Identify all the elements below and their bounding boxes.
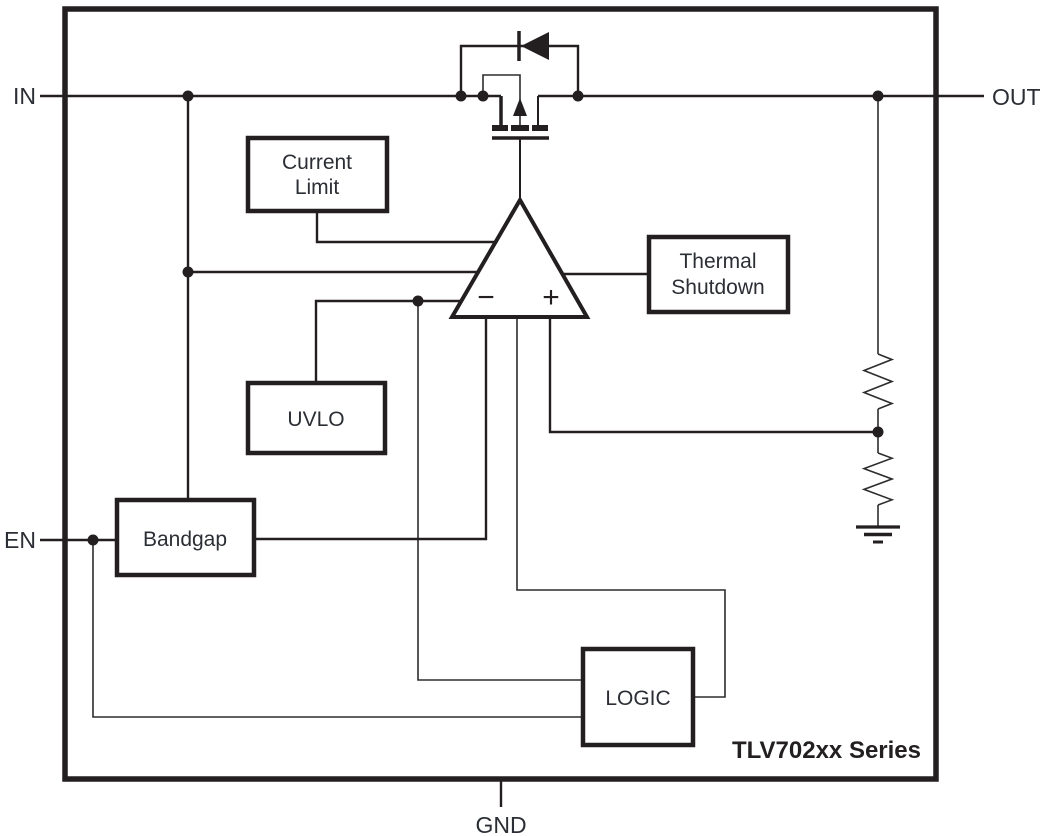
feedback-divider (856, 96, 900, 544)
junction-dot (412, 295, 424, 307)
junction-dot (872, 90, 884, 102)
amp-plus-sign: + (542, 281, 560, 314)
resistor-r1-icon (861, 353, 895, 410)
amp-to-logic-wire (516, 317, 726, 698)
en-to-logic-wire (92, 540, 583, 718)
thermal-shutdown-label-line2: Shutdown (671, 276, 764, 299)
uvlo-label: UVLO (287, 408, 344, 431)
bandgap-label: Bandgap (143, 528, 227, 551)
uvlo-node-to-logic-wire (417, 301, 583, 681)
junction-dot (872, 426, 884, 438)
junction-dot (87, 534, 99, 546)
pmos-icon (482, 74, 549, 201)
junction-dots (87, 90, 884, 546)
block-thermal-shutdown: Thermal Shutdown (646, 234, 791, 315)
junction-dot (455, 90, 467, 102)
wires (40, 94, 984, 807)
junction-dot (182, 266, 194, 278)
body-diode-icon (517, 31, 549, 61)
error-amplifier: − + (448, 195, 591, 319)
thermal-shutdown-label-line1: Thermal (679, 250, 756, 273)
pin-label-in: IN (13, 83, 36, 109)
block-uvlo: UVLO (245, 380, 388, 456)
bandgap-to-minus-wire (254, 317, 488, 541)
series-title: TLV702xx Series (732, 737, 921, 764)
pin-label-out: OUT (992, 84, 1040, 110)
junction-dot (572, 90, 584, 102)
junction-dot (477, 90, 489, 102)
pass-transistor (459, 31, 580, 201)
pin-label-gnd: GND (475, 812, 526, 836)
current-limit-to-amp-wire (315, 211, 497, 244)
body-arrow-icon (513, 98, 527, 116)
logic-label: LOGIC (605, 687, 670, 710)
error-amp-triangle (448, 195, 591, 319)
pin-label-en: EN (4, 527, 36, 553)
current-limit-label-line2: Limit (295, 176, 340, 199)
block-bandgap: Bandgap (114, 497, 257, 578)
ground-icon (856, 525, 900, 544)
junction-dot (182, 90, 194, 102)
block-logic: LOGIC (580, 646, 696, 748)
amp-minus-sign: − (477, 281, 495, 314)
resistor-r2-icon (861, 452, 895, 506)
current-limit-label-line1: Current (282, 151, 352, 174)
feedback-to-plus-wire (548, 317, 878, 434)
uvlo-to-amp-wire (314, 299, 466, 383)
block-current-limit: Current Limit (245, 135, 390, 214)
